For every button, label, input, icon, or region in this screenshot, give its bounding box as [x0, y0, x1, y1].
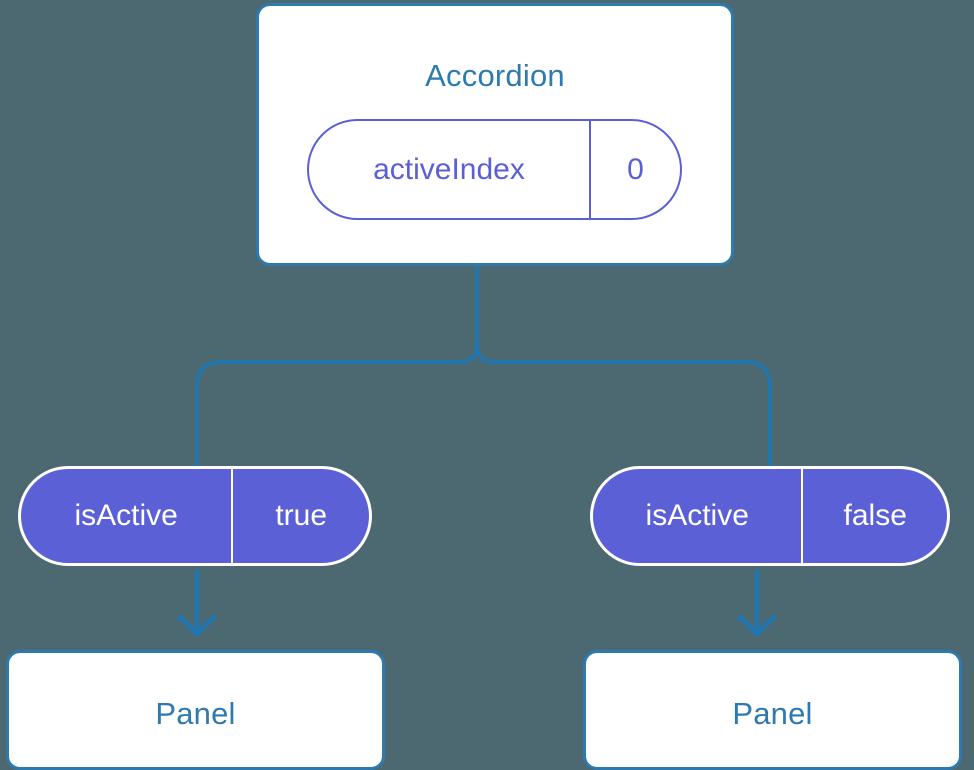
prop-pill-is-active-right[interactable]: isActive false: [590, 466, 950, 566]
prop-value-active-index: 0: [588, 121, 680, 218]
prop-pill-active-index[interactable]: activeIndex 0: [307, 119, 682, 220]
panel-node-right[interactable]: Panel: [583, 650, 962, 770]
prop-key-active-index: activeIndex: [373, 152, 525, 186]
prop-pill-is-active-left[interactable]: isActive true: [18, 466, 372, 566]
tree-branch-connector: [195, 264, 479, 468]
arrow-left: [177, 569, 217, 637]
arrow-right: [737, 569, 777, 637]
panel-title-left: Panel: [155, 696, 236, 731]
panel-title-right: Panel: [732, 696, 813, 731]
prop-key-is-active-left: isActive: [74, 499, 178, 532]
tree-branch-connector-right: [475, 264, 772, 468]
prop-value-is-active-right: false: [801, 469, 947, 563]
panel-node-left[interactable]: Panel: [6, 650, 385, 770]
prop-key-is-active-right: isActive: [645, 499, 749, 532]
prop-value-is-active-left: true: [231, 469, 369, 563]
accordion-title: Accordion: [425, 58, 565, 93]
